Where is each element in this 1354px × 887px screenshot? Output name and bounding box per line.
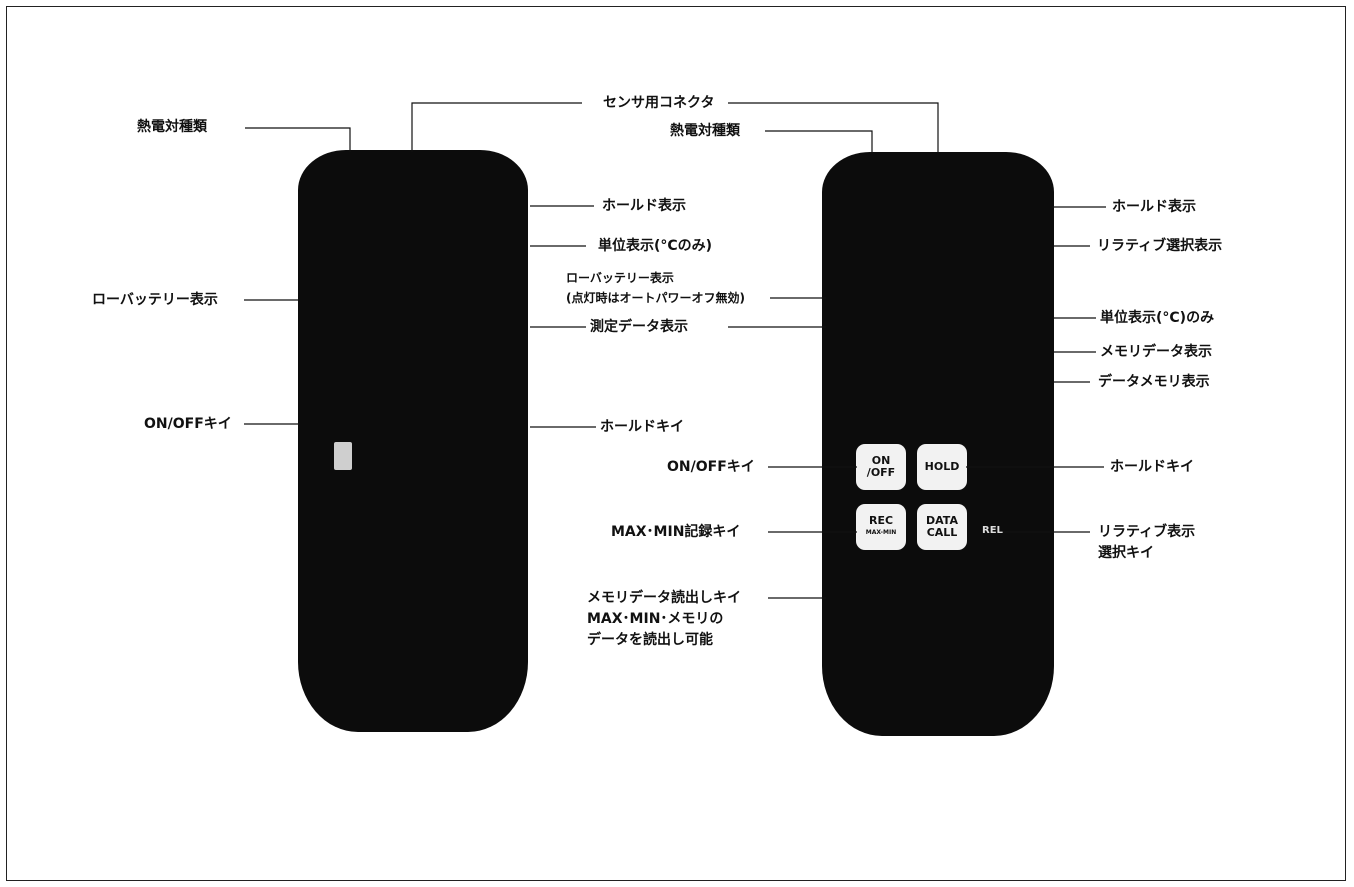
label-sensor-connector: センサ用コネクタ bbox=[603, 95, 715, 111]
label-memory-read-key-2: MAX･MIN･メモリの bbox=[587, 611, 724, 627]
label-unit-display-left: 単位表示(°Cのみ) bbox=[598, 238, 713, 254]
label-relative-select-display: リラティブ選択表示 bbox=[1097, 238, 1223, 254]
rec-key-label: REC bbox=[868, 514, 894, 527]
data-key-label: DATA bbox=[926, 514, 958, 527]
call-key-label: CALL bbox=[926, 526, 958, 539]
label-low-battery-center-1: ローバッテリー表示 bbox=[566, 271, 674, 285]
label-low-battery-center-2: (点灯時はオートパワーオフ無効) bbox=[566, 291, 745, 305]
label-data-memory-display: データメモリ表示 bbox=[1098, 374, 1210, 390]
label-memory-data-display: メモリデータ表示 bbox=[1100, 344, 1212, 360]
on-off-key-left-device bbox=[334, 442, 352, 470]
label-on-off-key-right: ON/OFFキイ bbox=[667, 459, 755, 475]
diagram-border bbox=[6, 6, 1346, 881]
label-memory-read-key-1: メモリデータ読出しキイ bbox=[587, 590, 741, 606]
rel-key-label: REL bbox=[982, 525, 1003, 536]
label-thermocouple-type-right: 熱電対種類 bbox=[670, 123, 740, 139]
label-low-battery-left: ローバッテリー表示 bbox=[92, 292, 218, 308]
label-unit-display-right: 単位表示(°C)のみ bbox=[1100, 310, 1215, 326]
data-call-key: DATA CALL bbox=[917, 504, 967, 550]
label-on-off-key-left: ON/OFFキイ bbox=[144, 416, 232, 432]
label-memory-read-key-3: データを読出し可能 bbox=[587, 632, 713, 648]
label-max-min-record-key: MAX･MIN記録キイ bbox=[611, 524, 741, 540]
on-off-key: ON /OFF bbox=[856, 444, 906, 490]
rec-key-sublabel: MAX-MIN bbox=[865, 529, 897, 536]
on-off-key-label-bottom: /OFF bbox=[866, 466, 896, 479]
label-relative-select-key-1: リラティブ表示 bbox=[1098, 524, 1196, 540]
label-hold-key-center: ホールドキイ bbox=[600, 419, 684, 435]
label-thermocouple-type-left: 熱電対種類 bbox=[137, 119, 207, 135]
label-measurement-display: 測定データ表示 bbox=[590, 319, 688, 335]
hold-key: HOLD bbox=[917, 444, 967, 490]
thermometer-device-left bbox=[298, 150, 528, 732]
label-hold-key-right: ホールドキイ bbox=[1110, 459, 1194, 475]
on-off-key-label-top: ON bbox=[871, 454, 891, 467]
label-hold-display-left: ホールド表示 bbox=[602, 198, 686, 214]
hold-key-label: HOLD bbox=[924, 460, 960, 473]
rec-key: REC MAX-MIN bbox=[856, 504, 906, 550]
label-relative-select-key-2: 選択キイ bbox=[1098, 545, 1154, 561]
label-hold-display-right: ホールド表示 bbox=[1112, 199, 1196, 215]
